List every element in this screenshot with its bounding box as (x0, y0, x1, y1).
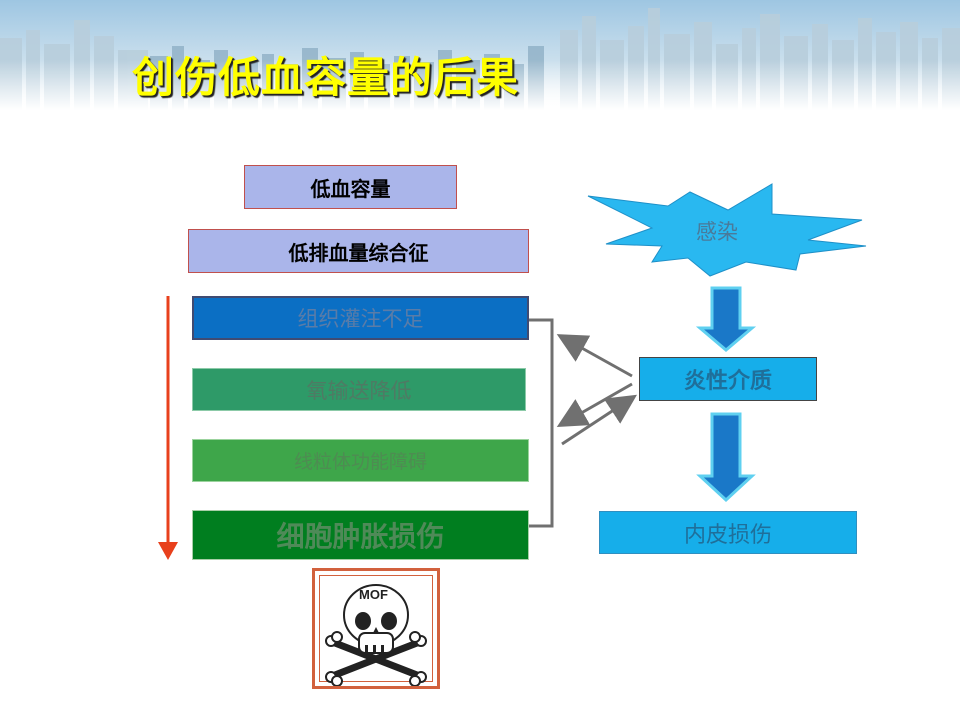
cell-swelling-injury-box: 细胞肿胀损伤 (192, 510, 529, 560)
mof-skull-image: MOF (312, 568, 440, 689)
mediator-to-oxygen-arrow (556, 382, 633, 427)
cell-to-mediator-arrow (561, 394, 638, 446)
block-arrow-icon (696, 412, 756, 503)
slide-title: 创伤低血容量的后果 (132, 53, 520, 102)
tissue-hypoperfusion-box: 组织灌注不足 (192, 296, 529, 340)
hypovolemia-box: 低血容量 (244, 165, 457, 209)
infection-label: 感染 (696, 220, 738, 244)
block-arrow-icon (695, 286, 757, 352)
skyline-banner (0, 0, 960, 110)
mitochondrial-dysfunction-box: 线粒体功能障碍 (192, 439, 529, 482)
oxygen-delivery-box: 氧输送降低 (192, 368, 526, 411)
inflammatory-mediator-box: 炎性介质 (639, 357, 817, 401)
endothelial-injury-box: 内皮损伤 (599, 511, 857, 554)
mof-label: MOF (359, 587, 388, 602)
skull-crossbones-icon (325, 584, 427, 686)
mediator-to-perfusion-arrow (556, 334, 633, 378)
feedback-bracket (529, 318, 554, 528)
low-output-syndrome-box: 低排血量综合征 (188, 229, 529, 273)
down-arrow-icon (158, 296, 178, 560)
